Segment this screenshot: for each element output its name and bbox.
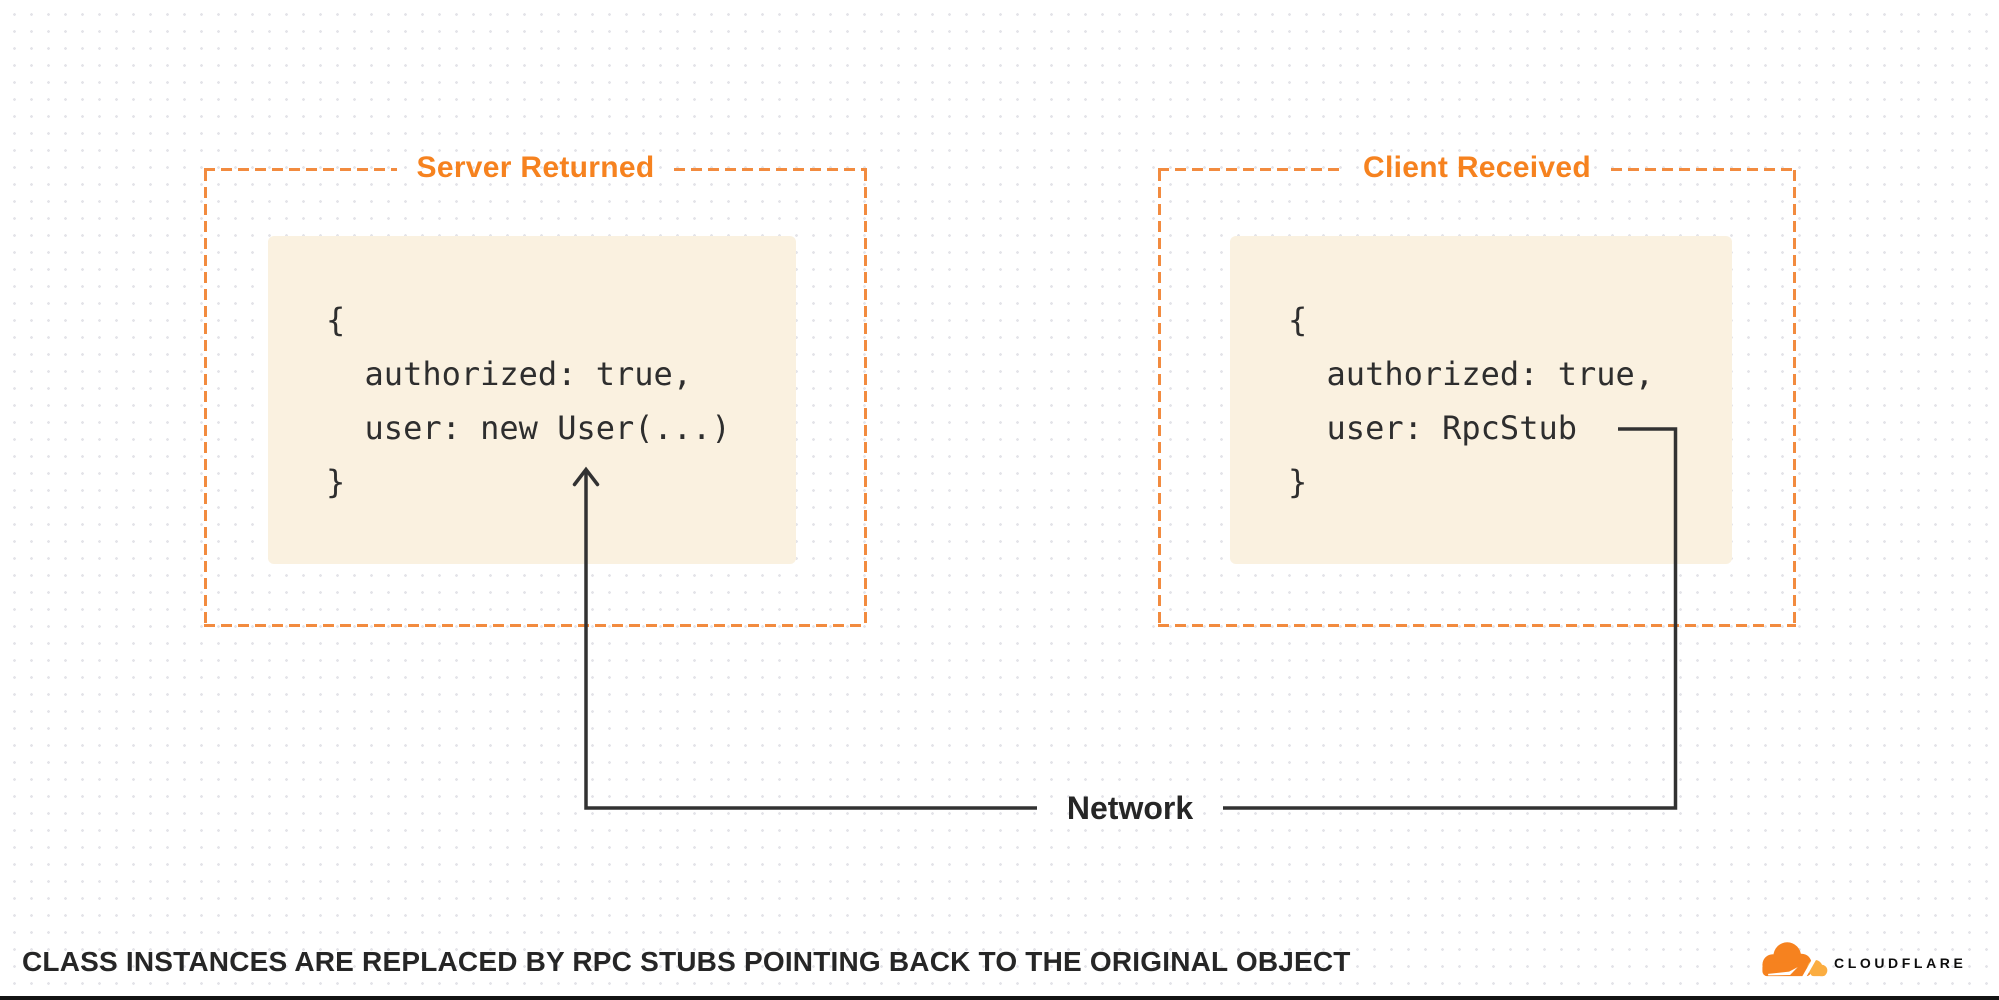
code-line: } xyxy=(326,463,346,501)
code-line: { xyxy=(326,301,346,339)
server-panel-top-border: Server Returned xyxy=(204,150,867,186)
dashed-border-segment-left xyxy=(204,168,397,171)
code-line: } xyxy=(1288,463,1308,501)
server-returned-panel: Server Returned { authorized: true, user… xyxy=(204,151,867,627)
dashed-border-bottom xyxy=(1158,624,1796,627)
code-line: { xyxy=(1288,301,1308,339)
client-received-panel: Client Received { authorized: true, user… xyxy=(1158,151,1797,627)
dashed-border-left xyxy=(1158,170,1161,627)
caption-text: CLASS INSTANCES ARE REPLACED BY RPC STUB… xyxy=(22,946,1351,977)
server-panel-title: Server Returned xyxy=(416,150,655,184)
code-line: user: RpcStub xyxy=(1288,409,1577,447)
bottom-progress-bar xyxy=(0,996,1999,1000)
client-panel-top-border: Client Received xyxy=(1158,150,1797,186)
dashed-border-right xyxy=(864,170,867,627)
client-code-block: { authorized: true, user: RpcStub } xyxy=(1230,236,1732,564)
dashed-border-left xyxy=(204,170,207,627)
network-label: Network xyxy=(1066,790,1194,826)
code-line: authorized: true, xyxy=(1288,355,1655,393)
server-code-block: { authorized: true, user: new User(...) … xyxy=(268,236,796,564)
client-panel-title: Client Received xyxy=(1363,150,1591,184)
cloudflare-cloud-icon xyxy=(1762,942,1828,980)
dashed-border-right xyxy=(1793,170,1796,627)
dashed-border-segment-right xyxy=(1610,168,1797,171)
cloudflare-logo: CLOUDFLARE xyxy=(1756,936,1986,982)
dashed-border-segment-left xyxy=(1158,168,1344,171)
code-line: authorized: true, xyxy=(326,355,693,393)
code-line: user: new User(...) xyxy=(326,409,731,447)
cloudflare-wordmark: CLOUDFLARE xyxy=(1834,955,1967,971)
dashed-border-bottom xyxy=(204,624,867,627)
dashed-border-segment-right xyxy=(674,168,867,171)
